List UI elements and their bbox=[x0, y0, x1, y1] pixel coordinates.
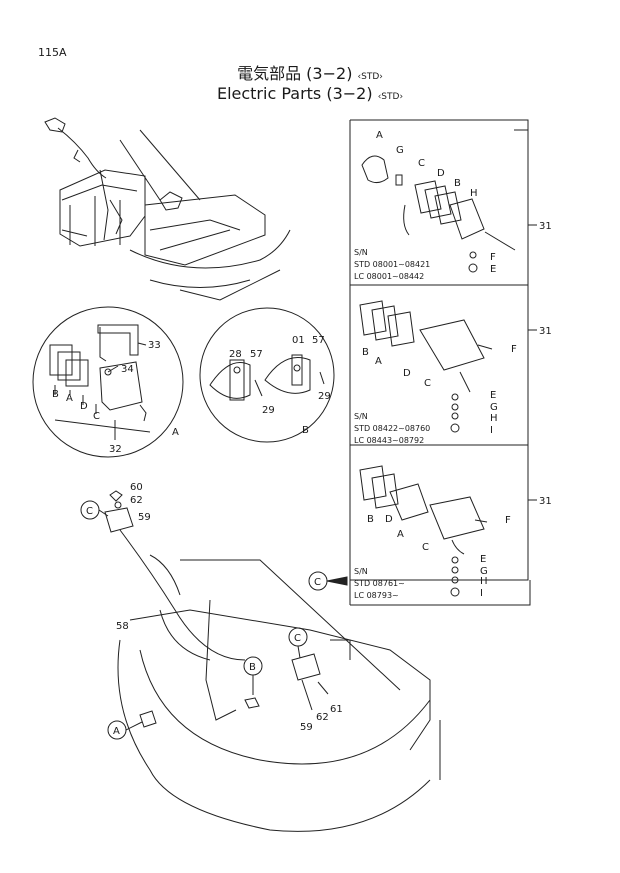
callout-61: 61 bbox=[330, 704, 343, 715]
title-japanese: 電気部品 (3−2) ‹STD› bbox=[0, 60, 620, 84]
p2-sn: S/N bbox=[354, 412, 368, 421]
circle-a-letter: A bbox=[172, 427, 179, 438]
callout-58: 58 bbox=[116, 621, 129, 632]
p3-b: B bbox=[367, 514, 374, 525]
title-english: Electric Parts (3−2) ‹STD› bbox=[0, 84, 620, 103]
callout-34: 34 bbox=[121, 364, 134, 375]
p1-sn: S/N bbox=[354, 248, 368, 257]
variant-panels bbox=[349, 119, 537, 606]
p3-i: I bbox=[480, 588, 483, 599]
detail-circle-b bbox=[199, 307, 335, 443]
callout-a-b: B bbox=[52, 389, 59, 400]
marker-b: B bbox=[249, 662, 256, 673]
p1-lc: LC 08001~08442 bbox=[354, 272, 424, 281]
callout-a-d: D bbox=[80, 401, 88, 412]
p1-ref: 31 bbox=[539, 221, 552, 232]
p3-ref: 31 bbox=[539, 496, 552, 507]
p1-a: A bbox=[376, 130, 383, 141]
callout-57-left: 57 bbox=[250, 349, 263, 360]
callout-a-c: C bbox=[93, 411, 100, 422]
p2-h: H bbox=[490, 413, 498, 424]
p3-h: H bbox=[480, 576, 488, 587]
p1-e: E bbox=[490, 264, 496, 275]
p3-f: F bbox=[505, 515, 511, 526]
p3-c: C bbox=[422, 542, 429, 553]
p2-d: D bbox=[403, 368, 411, 379]
marker-a: A bbox=[113, 726, 120, 737]
p2-a: A bbox=[375, 356, 382, 367]
callout-62-bottom: 62 bbox=[316, 712, 329, 723]
marker-c-left: C bbox=[86, 506, 93, 517]
detail-circle-a bbox=[32, 306, 184, 458]
reference-markers bbox=[80, 500, 348, 740]
callout-29-left: 29 bbox=[262, 405, 275, 416]
title-japanese-text: 電気部品 (3−2) bbox=[237, 64, 353, 83]
p1-d: D bbox=[437, 168, 445, 179]
p3-g: G bbox=[480, 566, 488, 577]
p3-d: D bbox=[385, 514, 393, 525]
p1-h: H bbox=[470, 188, 478, 199]
callout-57-right: 57 bbox=[312, 335, 325, 346]
callout-29-right: 29 bbox=[318, 391, 331, 402]
title-english-qualifier: ‹STD› bbox=[377, 92, 404, 102]
p2-ref: 31 bbox=[539, 326, 552, 337]
p2-i: I bbox=[490, 425, 493, 436]
p1-f: F bbox=[490, 252, 496, 263]
callout-59-bottom: 59 bbox=[300, 722, 313, 733]
callout-a-a: A bbox=[66, 393, 73, 404]
p2-std: STD 08422~08760 bbox=[354, 424, 430, 433]
machine-overview-illustration bbox=[104, 490, 441, 832]
p3-std: STD 08761~ bbox=[354, 579, 405, 588]
p1-std: STD 08001~08421 bbox=[354, 260, 430, 269]
p1-b: B bbox=[454, 178, 461, 189]
title-english-text: Electric Parts (3−2) bbox=[216, 84, 373, 103]
p2-f: F bbox=[511, 344, 517, 355]
circle-b-letter: B bbox=[302, 425, 309, 436]
p2-e: E bbox=[490, 390, 496, 401]
p3-lc: LC 08793~ bbox=[354, 591, 399, 600]
p1-c: C bbox=[418, 158, 425, 169]
title-japanese-qualifier: ‹STD› bbox=[357, 72, 383, 82]
callout-28: 28 bbox=[229, 349, 242, 360]
callout-32: 32 bbox=[109, 444, 122, 455]
callout-59-top: 59 bbox=[138, 512, 151, 523]
p2-b: B bbox=[362, 347, 369, 358]
page-number: 115A bbox=[38, 46, 67, 59]
callout-01: 01 bbox=[292, 335, 305, 346]
callout-33: 33 bbox=[148, 340, 161, 351]
callout-62-top: 62 bbox=[130, 495, 143, 506]
p3-e: E bbox=[480, 554, 486, 565]
p3-a: A bbox=[397, 529, 404, 540]
marker-c-panel: C bbox=[314, 577, 321, 588]
callout-60: 60 bbox=[130, 482, 143, 493]
p3-sn: S/N bbox=[354, 567, 368, 576]
p2-lc: LC 08443~08792 bbox=[354, 436, 424, 445]
cab-overview-illustration bbox=[44, 117, 291, 301]
p2-g: G bbox=[490, 402, 498, 413]
marker-c-right: C bbox=[294, 633, 301, 644]
p1-g: G bbox=[396, 145, 404, 156]
p2-c: C bbox=[424, 378, 431, 389]
